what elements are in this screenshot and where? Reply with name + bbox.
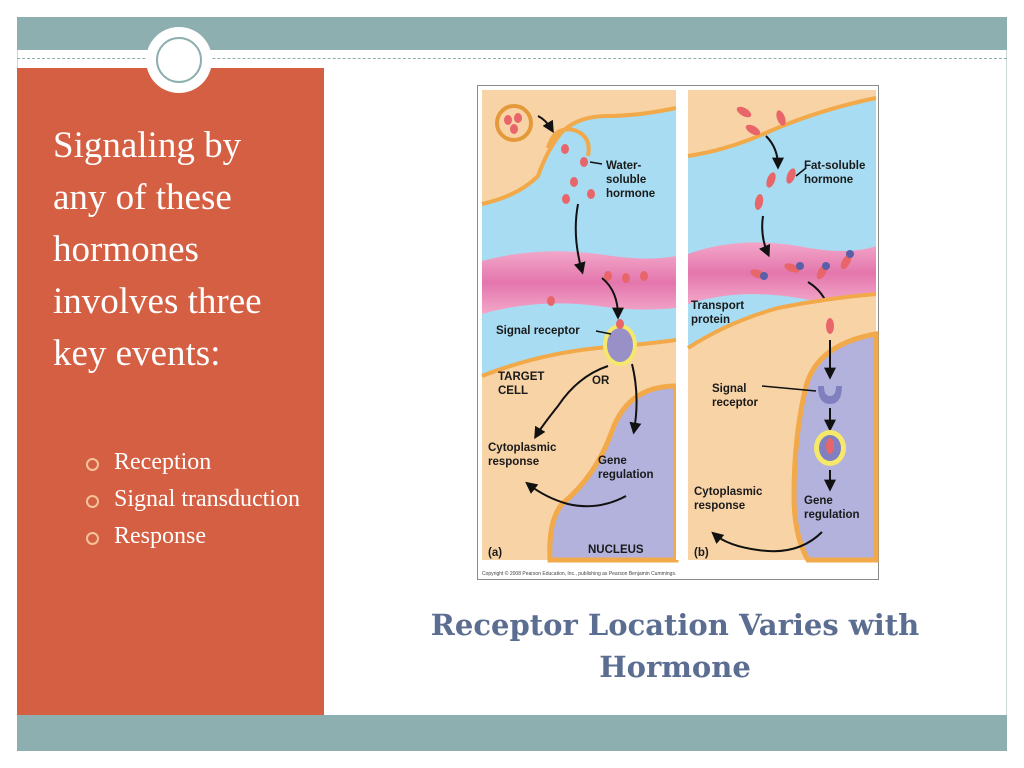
bullet-item: Reception	[86, 447, 306, 478]
label-gene-regulation-a: Gene regulation	[598, 455, 654, 481]
bullet-text: Reception	[114, 449, 212, 475]
slide-caption: Receptor Location Varies with Hormone	[430, 608, 920, 684]
panel-a: Water- soluble hormone Signal receptor T…	[481, 90, 679, 563]
bullet-circle-icon	[86, 458, 99, 471]
left-panel	[17, 68, 324, 715]
bullet-circle-icon	[86, 532, 99, 545]
panel-a-letter: (a)	[488, 547, 502, 559]
bullet-item: Signal transduction	[86, 484, 306, 515]
dashed-divider	[17, 58, 1007, 59]
panel-b-letter: (b)	[694, 547, 709, 559]
body-text: Signaling by any of these hormones invol…	[53, 125, 262, 374]
bullet-item: Response	[86, 521, 306, 552]
hormone-receptor-figure: Water- soluble hormone Signal receptor T…	[477, 85, 879, 580]
panel-b: Fat-soluble hormone Transport protein Si…	[686, 90, 879, 563]
label-nucleus: NUCLEUS	[588, 544, 644, 556]
figure-copyright: Copyright © 2008 Pearson Education, Inc.…	[482, 570, 676, 577]
label-fat-soluble-hormone: Fat-soluble hormone	[804, 160, 869, 186]
label-gene-regulation-b: Gene regulation	[804, 495, 860, 521]
label-or: OR	[592, 375, 610, 387]
label-cytoplasmic-response-b: Cytoplasmic response	[694, 486, 766, 512]
bullet-text: Response	[114, 523, 206, 549]
circle-ornament-ring	[156, 37, 202, 83]
label-water-soluble-hormone: Water- soluble hormone	[606, 160, 655, 200]
label-cytoplasmic-response-a: Cytoplasmic response	[488, 442, 560, 468]
label-transport-protein: Transport protein	[691, 300, 747, 326]
figure-illustration: Water- soluble hormone Signal receptor T…	[481, 90, 879, 577]
bottom-band	[17, 715, 1007, 751]
bullet-list: Reception Signal transduction Response	[86, 447, 306, 558]
label-signal-receptor-a: Signal receptor	[496, 325, 580, 337]
label-signal-receptor-b: Signal receptor	[712, 383, 759, 409]
label-target-cell: TARGET CELL	[498, 371, 548, 397]
bullet-text: Signal transduction	[114, 486, 300, 512]
bullet-circle-icon	[86, 495, 99, 508]
